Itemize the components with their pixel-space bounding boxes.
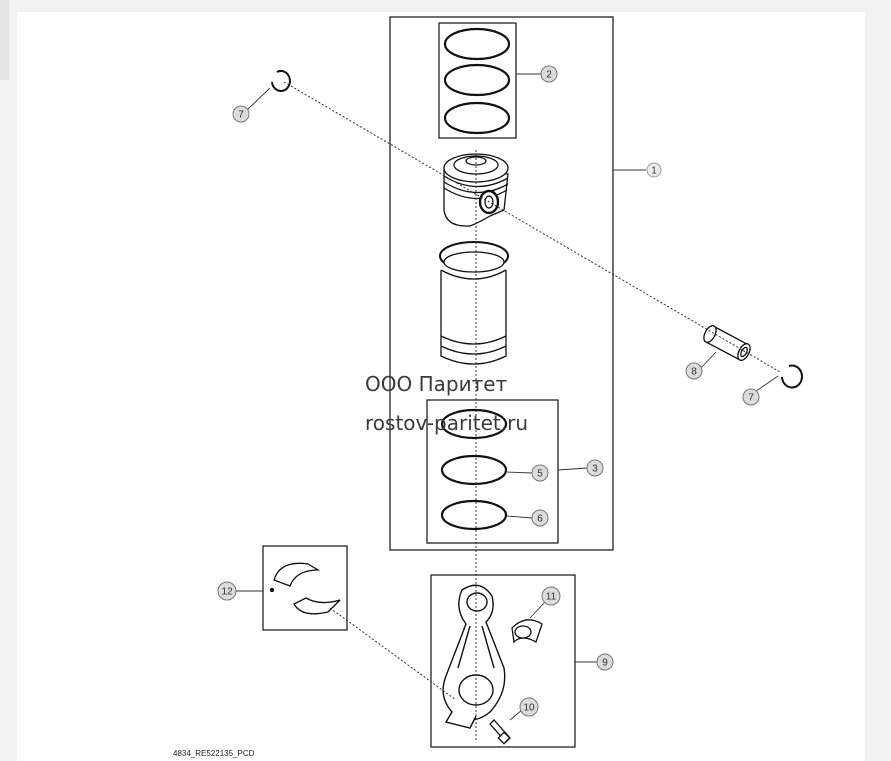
watermark-website: rostov-paritet.ru (365, 411, 529, 435)
callout-11-label: 11 (546, 592, 557, 603)
callout-10-label: 10 (523, 703, 535, 714)
callout-12-label: 12 (221, 587, 233, 598)
left-strip (0, 0, 9, 80)
callout-10: 10 (519, 697, 539, 717)
callout-5: 5 (531, 464, 549, 482)
conrod-bolt (489, 719, 511, 745)
conrod-bushing (511, 619, 543, 644)
drawing-caption: 4834_RE522135_PCD (173, 749, 255, 758)
callout-7a-label: 7 (238, 110, 244, 121)
piston-rings (443, 27, 511, 135)
callout-3: 3 (586, 459, 604, 477)
drawing-sheet (17, 12, 865, 761)
callout-2: 2 (540, 65, 558, 83)
callout-12: 12 (217, 581, 237, 601)
callout-2-label: 2 (546, 70, 552, 81)
callouts: 1 2 3 5 6 7 7 8 9 10 11 12 (217, 65, 760, 717)
callout-11: 11 (541, 586, 561, 606)
callout-9-label: 9 (602, 658, 608, 669)
seal-kit-box-3 (426, 399, 559, 544)
callout-6-label: 6 (537, 514, 543, 525)
bearing-box-12 (262, 545, 348, 631)
connecting-rod (442, 584, 506, 729)
ring-set-box-2 (438, 22, 517, 139)
callout-1: 1 (646, 162, 662, 178)
conrod-box-9 (430, 574, 576, 748)
cylinder-liner (439, 241, 509, 365)
callout-8: 8 (685, 362, 703, 380)
leader-lines (236, 73, 779, 721)
callout-9: 9 (596, 653, 614, 671)
callout-1-label: 1 (651, 166, 657, 177)
assembly-lines (283, 81, 781, 740)
callout-7a: 7 (232, 105, 250, 123)
assembly-box-1 (389, 16, 614, 551)
callout-5-label: 5 (537, 469, 543, 480)
piston-pin (703, 325, 751, 361)
seal-rings (440, 408, 508, 531)
snap-rings (271, 70, 803, 389)
callout-3-label: 3 (592, 464, 598, 475)
callout-6: 6 (531, 509, 549, 527)
callout-7b-label: 7 (748, 393, 754, 404)
watermark-company: ООО Паритет (365, 372, 508, 396)
callout-8-label: 8 (691, 367, 697, 378)
bearing-shells (269, 562, 341, 615)
callout-7b: 7 (742, 388, 760, 406)
